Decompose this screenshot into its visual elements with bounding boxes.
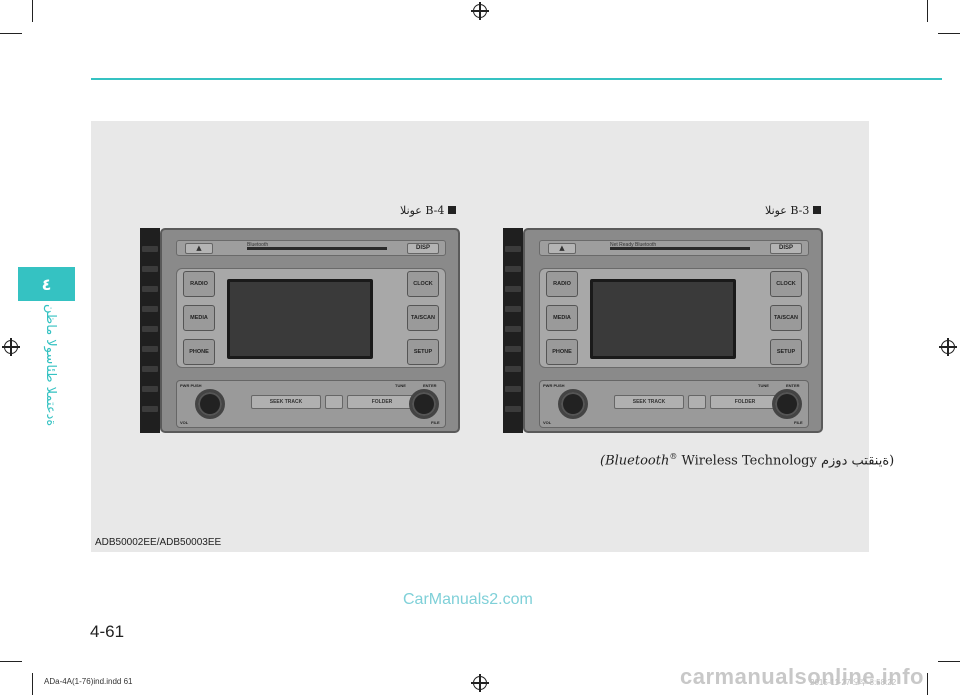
file-label: FILE <box>431 420 440 425</box>
crop-mark <box>0 661 22 662</box>
control-panel: PWR PUSH VOL SEEK TRACK FOLDER TUNE ENTE… <box>539 380 809 428</box>
cd-slot <box>610 247 750 250</box>
audio-faceplate: ▲ Net Ready Bluetooth DISP RADIO MEDIA P… <box>523 228 823 433</box>
screen-bezel: RADIO MEDIA PHONE CLOCK TA/SCAN SETUP <box>539 268 809 368</box>
tune-label: TUNE <box>758 383 769 388</box>
cd-strip: ▲ Bluetooth DISP <box>176 240 446 256</box>
media-button[interactable]: MEDIA <box>183 305 215 331</box>
watermark[interactable]: CarManuals2.com <box>403 591 533 608</box>
registration-mark <box>2 338 20 356</box>
crop-mark <box>938 33 960 34</box>
pwr-label: PWR PUSH <box>180 383 202 388</box>
screen-bezel: RADIO MEDIA PHONE CLOCK TA/SCAN SETUP <box>176 268 446 368</box>
brand-label: Bluetooth <box>247 242 269 248</box>
volume-knob[interactable] <box>558 389 588 419</box>
eject-button[interactable]: ▲ <box>185 243 213 254</box>
crop-mark <box>32 0 33 22</box>
setup-button[interactable]: SETUP <box>770 339 802 365</box>
cd-slot <box>247 247 387 250</box>
figure-label-b3: B-3 عونلا <box>765 204 822 217</box>
clock-button[interactable]: CLOCK <box>407 271 439 297</box>
seek-track-button[interactable]: SEEK TRACK <box>614 395 684 409</box>
disp-button[interactable]: DISP <box>770 243 802 254</box>
figure-code: ADB50002EE/ADB50003EE <box>95 537 222 548</box>
crop-mark <box>32 673 33 695</box>
registration-mark <box>471 674 489 692</box>
audio-unit-b4: ▲ Bluetooth DISP RADIO MEDIA PHONE CLOCK… <box>140 228 462 433</box>
control-panel: PWR PUSH VOL SEEK TRACK FOLDER TUNE ENTE… <box>176 380 446 428</box>
top-rule <box>91 78 942 80</box>
disp-button[interactable]: DISP <box>407 243 439 254</box>
eject-icon: ▲ <box>559 244 565 252</box>
crop-mark <box>0 33 22 34</box>
crop-mark <box>938 661 960 662</box>
cd-strip: ▲ Net Ready Bluetooth DISP <box>539 240 809 256</box>
air-vent-left <box>503 228 523 433</box>
tune-label: TUNE <box>395 383 406 388</box>
setup-button[interactable]: SETUP <box>407 339 439 365</box>
chapter-title: ةدعتملا طئاسولا ماظن <box>43 304 58 427</box>
vol-label: VOL <box>543 420 552 425</box>
registration-mark <box>939 338 957 356</box>
enter-label: ENTER <box>786 383 800 388</box>
folder-button[interactable]: FOLDER <box>710 395 780 409</box>
eject-button[interactable]: ▲ <box>548 243 576 254</box>
square-bullet-icon <box>448 206 457 214</box>
display-screen <box>590 279 736 359</box>
footer-file: ADa-4A(1-76)ind.indd 61 <box>44 677 133 686</box>
seek-track-button[interactable]: SEEK TRACK <box>251 395 321 409</box>
ta-scan-button[interactable]: TA/SCAN <box>770 305 802 331</box>
figure-caption: (Bluetooth® Wireless Technology ةينقتب د… <box>600 452 895 469</box>
phone-button[interactable]: PHONE <box>183 339 215 365</box>
phone-button[interactable]: PHONE <box>546 339 578 365</box>
radio-button[interactable]: RADIO <box>183 271 215 297</box>
crop-mark <box>927 0 928 22</box>
media-button[interactable]: MEDIA <box>546 305 578 331</box>
display-screen <box>227 279 373 359</box>
tune-knob[interactable] <box>772 389 802 419</box>
audio-unit-b3: ▲ Net Ready Bluetooth DISP RADIO MEDIA P… <box>503 228 825 433</box>
folder-button[interactable]: FOLDER <box>347 395 417 409</box>
page-number: 4-61 <box>90 622 125 641</box>
ta-scan-button[interactable]: TA/SCAN <box>407 305 439 331</box>
preset-button[interactable] <box>688 395 706 409</box>
audio-faceplate: ▲ Bluetooth DISP RADIO MEDIA PHONE CLOCK… <box>160 228 460 433</box>
radio-button[interactable]: RADIO <box>546 271 578 297</box>
footer-date: 2015-11-27 오후 3:58:22 <box>810 678 897 687</box>
brand-label: Net Ready Bluetooth <box>610 242 657 248</box>
preset-button[interactable] <box>325 395 343 409</box>
crop-mark <box>927 673 928 695</box>
registration-mark <box>471 2 489 20</box>
eject-icon: ▲ <box>196 244 202 252</box>
volume-knob[interactable] <box>195 389 225 419</box>
enter-label: ENTER <box>423 383 437 388</box>
square-bullet-icon <box>813 206 822 214</box>
tune-knob[interactable] <box>409 389 439 419</box>
footer-site-watermark[interactable]: carmanualsonline.info <box>680 664 924 689</box>
clock-button[interactable]: CLOCK <box>770 271 802 297</box>
vol-label: VOL <box>180 420 189 425</box>
file-label: FILE <box>794 420 803 425</box>
chapter-tab[interactable]: ٤ <box>18 267 75 301</box>
air-vent-left <box>140 228 160 433</box>
chapter-number: ٤ <box>41 274 52 294</box>
figure-label-b4: B-4 عونلا <box>400 204 457 217</box>
pwr-label: PWR PUSH <box>543 383 565 388</box>
